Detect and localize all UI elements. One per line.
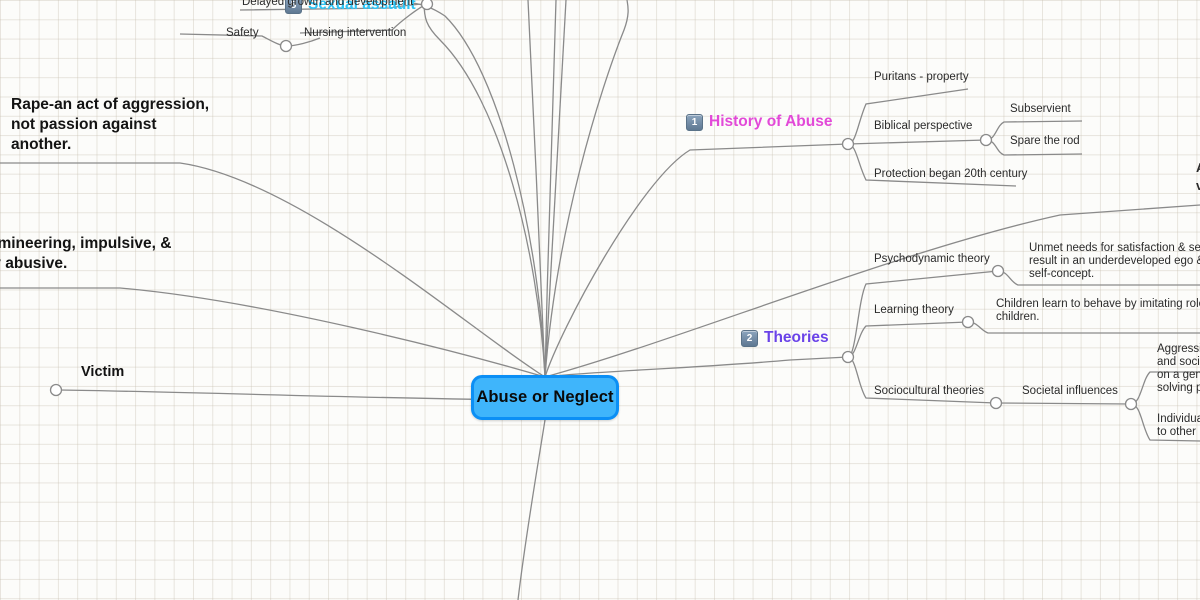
node-psychodynamic-theory[interactable]: Psychodynamic theory [874,253,990,265]
link-history-puritans [847,88,969,145]
link-sociocultural-societal [995,402,1132,405]
node-delayed-growth-development[interactable]: Delayed growth and development [242,0,414,8]
hub-theories [841,350,855,364]
node-individual-description-line2: to other p [1157,426,1200,438]
branch-title-sexual-assault[interactable]: 5 Sexual assault [285,0,416,14]
link-central-sexual-f [423,1,546,378]
link-central-sexual-e [411,2,546,378]
hub-sociocultural [989,396,1003,410]
branch-badge-theories: 2 [741,329,758,347]
node-psychodynamic-description-line3: self-concept. [1029,268,1095,280]
node-psychodynamic-description-line2: result in an underdeveloped ego & a po [1029,255,1200,267]
link-central-offscreen-right [544,204,1200,378]
branch-title-history[interactable]: 1 History of Abuse [686,113,832,131]
hub-victim [49,383,63,397]
text-rape-definition[interactable]: Rape-an act of aggression, not passion a… [11,96,210,153]
node-puritans-property[interactable]: Puritans - property [874,71,969,83]
node-biblical-perspective[interactable]: Biblical perspective [874,120,973,132]
link-theories-learning [847,321,969,358]
node-learning-theory[interactable]: Learning theory [874,304,954,316]
link-central-sexual-d [544,0,629,378]
node-victim[interactable]: Victim [81,364,125,380]
link-history-biblical [847,139,987,145]
text-clipped-right-line2: v [1196,178,1200,193]
node-societal-influences[interactable]: Societal influences [1022,385,1118,397]
central-node[interactable]: Abuse or Neglect [471,375,619,420]
node-subservient[interactable]: Subservient [1010,103,1071,115]
node-aggression-description-line3: on a gene [1157,369,1200,381]
branch-label-history: History of Abuse [709,113,833,130]
hub-psychodynamic [991,264,1005,278]
node-sociocultural-theories[interactable]: Sociocultural theories [874,385,984,397]
node-psychodynamic-description-line1[interactable]: Unmet needs for satisfaction & securit [1029,242,1200,254]
node-learning-description-line1[interactable]: Children learn to behave by imitating ro… [996,298,1200,310]
branch-badge-sexual-assault: 5 [285,0,302,14]
node-aggression-description-line4: solving p [1157,382,1200,394]
link-central-sexual-c [544,0,567,378]
branch-label-theories: Theories [764,329,829,346]
node-aggression-description-line1[interactable]: Aggressi [1157,343,1200,355]
node-safety[interactable]: Safety [226,27,259,39]
link-central-sexual-b [544,0,557,378]
node-aggression-description-line2: and socia [1157,356,1200,368]
hub-learning [961,315,975,329]
hub-sexual [420,0,434,11]
hub-biblical [979,133,993,147]
link-central-bottom [517,419,546,600]
branch-title-theories[interactable]: 2 Theories [741,329,829,347]
hub-societal [1124,397,1138,411]
central-node-label: Abuse or Neglect [476,388,614,406]
text-clipped-right-line1: A [1196,160,1200,176]
branch-label-sexual-assault: Sexual assault [308,0,416,13]
hub-nursing [279,39,293,53]
node-spare-the-rod[interactable]: Spare the rod [1010,135,1080,147]
text-abuser-description[interactable]: omineering, impulsive, & ly abusive. [0,235,172,272]
node-protection-20th-century[interactable]: Protection began 20th century [874,168,1028,180]
branch-badge-history: 1 [686,113,703,131]
link-central-sexual-a [527,0,546,378]
node-learning-description-line2: children. [996,311,1040,323]
hub-history [841,137,855,151]
link-central-theories [544,356,849,378]
node-individual-description-line1[interactable]: Individua [1157,413,1200,425]
node-nursing-intervention[interactable]: Nursing intervention [304,27,407,39]
